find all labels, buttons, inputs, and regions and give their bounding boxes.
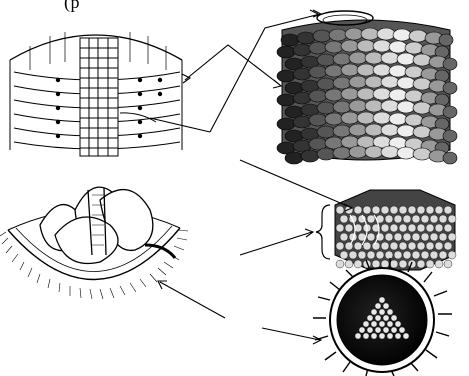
capsomer-scales <box>277 28 457 164</box>
envelope-arrow <box>158 281 225 318</box>
helical-capsomer-cylinder <box>277 10 457 164</box>
central-core <box>80 38 118 156</box>
coiled-tubes <box>40 187 153 263</box>
enveloped-coiled-nucleocapsid <box>0 187 188 299</box>
helical-nucleocapsid-cutaway <box>10 32 182 156</box>
icosahedral-capsid-cutaway <box>240 190 456 270</box>
brace <box>316 205 330 259</box>
enveloped-icosahedral-virion <box>262 258 452 376</box>
